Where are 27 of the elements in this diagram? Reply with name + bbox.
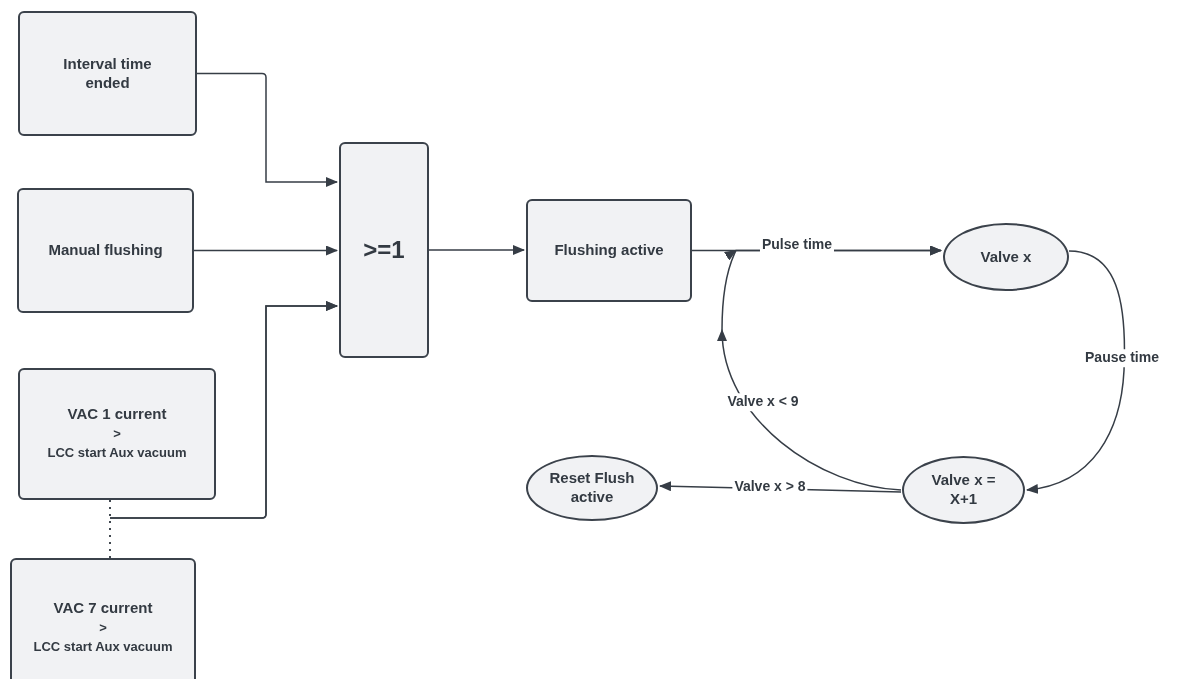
node-text: > xyxy=(99,618,107,637)
node-text: LCC start Aux vacuum xyxy=(33,638,173,657)
node-text: Manual flushing xyxy=(48,241,163,260)
process-box xyxy=(17,188,194,313)
arrow xyxy=(193,245,338,256)
node-text: LCC start Aux vacuum xyxy=(47,444,187,463)
node-text: Interval time ended xyxy=(62,54,153,93)
process-box xyxy=(18,11,197,136)
node-text: Reset Flush active xyxy=(548,469,636,507)
arrow xyxy=(428,245,525,255)
edge-label: Valve x < 9 xyxy=(725,393,801,411)
condition-box xyxy=(10,558,196,679)
edge-label: Pause time xyxy=(1083,349,1161,367)
node-text: Valve x xyxy=(980,247,1032,267)
process-box xyxy=(526,199,692,302)
condition-box xyxy=(18,368,216,500)
arrow xyxy=(196,72,338,187)
arrow xyxy=(1026,250,1126,494)
node-text: VAC 7 current xyxy=(53,599,153,618)
node-text: > xyxy=(113,424,121,443)
node-text: Flushing active xyxy=(554,241,664,260)
node-text: Valve x = X+1 xyxy=(930,471,997,509)
or-gate-box xyxy=(339,142,429,358)
edge-label: Pulse time xyxy=(760,236,834,254)
node-text: >=1 xyxy=(363,235,405,265)
node-text: VAC 1 current xyxy=(67,405,167,424)
arrow xyxy=(109,301,338,559)
